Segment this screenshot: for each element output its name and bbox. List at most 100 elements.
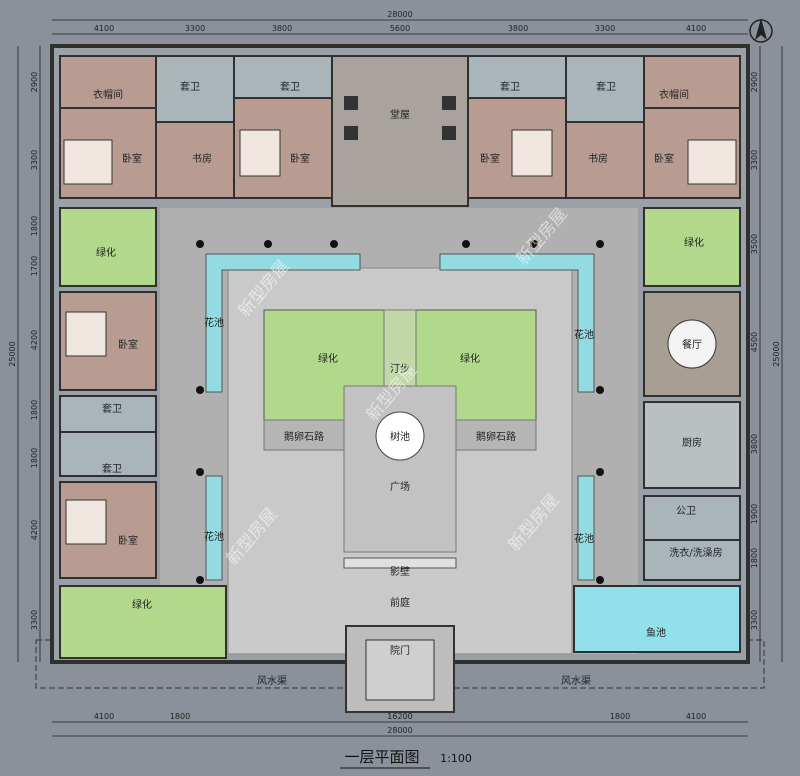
label-study-left: 书房 [192, 152, 212, 165]
column [196, 386, 204, 394]
gate-opening [365, 639, 435, 701]
dimension-label: 2900 [750, 72, 759, 92]
dimension-label: 1800 [30, 400, 39, 420]
bath-w2 [59, 431, 157, 477]
bed-w2 [65, 499, 107, 545]
column [530, 240, 538, 248]
dimension-label: 3300 [30, 610, 39, 630]
dimension-label: 1800 [30, 448, 39, 468]
dimension-label: 3800 [508, 24, 528, 33]
label-flowerbed-sw: 花池 [204, 530, 224, 543]
dimension-label: 1800 [30, 216, 39, 236]
plan-title: 一层平面图 [344, 748, 419, 766]
laundry-room [643, 539, 741, 581]
dimension-label: 3300 [750, 150, 759, 170]
label-screen-wall: 影壁 [390, 565, 410, 578]
label-drain-left: 风水渠 [257, 675, 287, 687]
dining-table [667, 319, 717, 369]
screen-wall [343, 557, 457, 569]
label-main-hall: 堂屋 [390, 109, 410, 121]
dimension-label: 4200 [30, 520, 39, 540]
hall-chair [344, 126, 358, 140]
cloakroom-left [59, 55, 157, 109]
label-flowerbed-ne: 花池 [574, 328, 594, 341]
flowerbed-ne [439, 253, 595, 393]
label-stepping-stones: 汀步 [390, 363, 410, 375]
bath-right-a [565, 55, 645, 123]
label-bedroom-w1: 卧室 [118, 338, 138, 351]
kitchen [643, 401, 741, 489]
flowerbed-sw [205, 475, 223, 581]
dimension-label: 2900 [30, 72, 39, 92]
dimension-label: 4100 [94, 24, 114, 33]
label-gate: 院门 [390, 644, 410, 657]
column [330, 240, 338, 248]
label-green-ne: 绿化 [684, 236, 704, 249]
bed-w1 [65, 311, 107, 357]
label-bath-ne-left: 套卫 [180, 80, 200, 93]
dimension-label: 1800 [750, 548, 759, 568]
dim-top-total: 28000 [387, 10, 412, 19]
label-public-bath: 公卫 [676, 506, 696, 517]
label-drain-right: 风水渠 [561, 675, 591, 687]
label-green-nw: 绿化 [96, 246, 116, 259]
label-kitchen: 厨房 [682, 436, 702, 449]
column [596, 386, 604, 394]
column [596, 576, 604, 584]
flowerbed-nw [205, 253, 361, 393]
study-right [565, 121, 645, 199]
dimension-label: 3300 [30, 150, 39, 170]
label-cobble-left: 鹅卵石路 [284, 430, 324, 443]
public-bath [643, 495, 741, 541]
label-bedroom-ne: 卧室 [654, 152, 674, 165]
label-bedroom-n2: 卧室 [290, 152, 310, 165]
bed-ne [687, 139, 737, 185]
label-dining: 餐厅 [682, 338, 702, 351]
hall-chair [344, 96, 358, 110]
column [196, 240, 204, 248]
dimension-label: 1900 [750, 504, 759, 524]
label-cloakroom-right: 衣帽间 [659, 88, 689, 101]
label-flowerbed-se: 花池 [574, 532, 594, 545]
label-cobble-right: 鹅卵石路 [476, 430, 516, 443]
dimension-label: 5600 [390, 24, 410, 33]
plaza [343, 385, 457, 553]
column [264, 240, 272, 248]
label-tree-pool: 树池 [390, 430, 410, 443]
flowerbed-se [577, 475, 595, 581]
north-arrow-icon [749, 18, 773, 43]
label-bath-mid-right: 套卫 [500, 80, 520, 93]
label-laundry: 洗衣/洗澡房 [669, 546, 722, 559]
dim-left-total: 25000 [8, 341, 17, 366]
fish-pond [573, 585, 741, 653]
dim-bottom-total: 28000 [387, 726, 412, 735]
tree-pool [375, 411, 425, 461]
plan-scale: 1:100 [440, 752, 472, 765]
cloakroom-right [643, 55, 741, 109]
dimension-label: 4100 [686, 712, 706, 721]
dimension-label: 3800 [272, 24, 292, 33]
column [596, 468, 604, 476]
green-sw [59, 585, 227, 659]
label-green-center-left: 绿化 [318, 352, 338, 365]
column [196, 468, 204, 476]
bed-nw [63, 139, 113, 185]
study-left [155, 121, 235, 199]
bath-w1 [59, 395, 157, 433]
label-bath-ne-right: 套卫 [596, 80, 616, 93]
cobble-path-left [263, 419, 345, 451]
dimension-label: 1800 [170, 712, 190, 721]
bath-right-b [467, 55, 567, 99]
label-bedroom-n3: 卧室 [480, 152, 500, 165]
label-bedroom-nw: 卧室 [122, 152, 142, 165]
dimension-label: 4200 [30, 330, 39, 350]
dimension-label: 3300 [595, 24, 615, 33]
label-study-right: 书房 [588, 152, 608, 165]
dim-right-total: 25000 [772, 341, 781, 366]
label-bedroom-w2: 卧室 [118, 534, 138, 547]
